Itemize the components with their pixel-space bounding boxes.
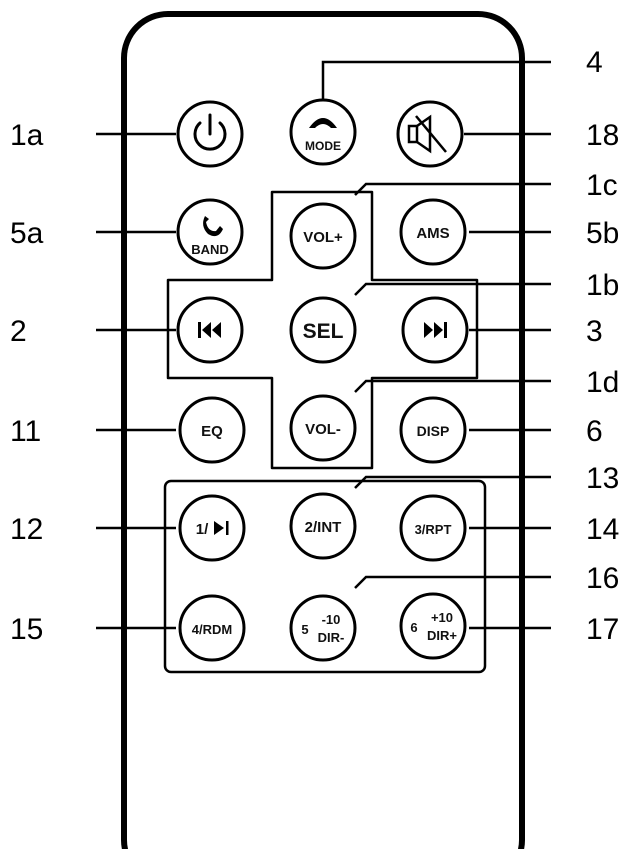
key-6-dir-up-button[interactable]: 6 +10 DIR+ xyxy=(399,592,467,660)
vol-down-button[interactable]: VOL- xyxy=(289,394,357,462)
callout-5b: 5b xyxy=(586,217,619,250)
key-5-dir-label: DIR- xyxy=(318,630,345,645)
power-icon xyxy=(193,113,227,151)
callout-1d: 1d xyxy=(586,366,619,399)
band-label: BAND xyxy=(191,242,229,257)
callout-13: 13 xyxy=(586,462,619,495)
key-5-minus-ten: -10 xyxy=(322,612,341,627)
speaker-mute-icon xyxy=(407,114,447,154)
callout-2: 2 xyxy=(10,315,27,348)
callout-18: 18 xyxy=(586,119,619,152)
key-1-label: 1/ xyxy=(196,521,209,538)
key-6-number: 6 xyxy=(410,620,417,635)
eq-button[interactable]: EQ xyxy=(178,396,246,464)
callout-12: 12 xyxy=(10,513,43,546)
ams-label: AMS xyxy=(416,225,449,242)
key-5-dir-down-button[interactable]: 5 -10 DIR- xyxy=(289,594,357,662)
ams-button[interactable]: AMS xyxy=(399,198,467,266)
callout-1b: 1b xyxy=(586,269,619,302)
callout-3: 3 xyxy=(586,315,603,348)
key-5-number: 5 xyxy=(301,622,308,637)
next-button[interactable] xyxy=(401,296,469,364)
callout-15: 15 xyxy=(10,613,43,646)
callout-14: 14 xyxy=(586,513,619,546)
key-3-rpt-button[interactable]: 3/RPT xyxy=(399,494,467,562)
sel-button[interactable]: SEL xyxy=(289,296,357,364)
callout-1a: 1a xyxy=(10,119,44,152)
vol-up-button[interactable]: VOL+ xyxy=(289,202,357,270)
callout-labels: 1a 4 18 5a 1c 5b 1b 2 3 1d 11 6 13 12 14… xyxy=(10,46,619,646)
callout-11: 11 xyxy=(10,415,41,448)
leader-lines xyxy=(96,60,551,630)
play-pause-icon xyxy=(214,521,229,535)
callout-5a: 5a xyxy=(10,217,44,250)
key-2-int-button[interactable]: 2/INT xyxy=(289,492,357,560)
disp-button[interactable]: DISP xyxy=(399,396,467,464)
mute-button[interactable] xyxy=(396,100,464,168)
callout-1c: 1c xyxy=(586,169,618,202)
disp-label: DISP xyxy=(417,423,450,439)
band-button[interactable]: BAND xyxy=(176,198,244,266)
callout-16: 16 xyxy=(586,562,619,595)
callout-4: 4 xyxy=(586,46,603,79)
vol-down-label: VOL- xyxy=(305,421,341,438)
previous-button[interactable] xyxy=(176,296,244,364)
callout-17: 17 xyxy=(586,613,619,646)
remote-body xyxy=(121,11,525,849)
key-4-label: 4/RDM xyxy=(192,622,232,637)
key-4-rdm-button[interactable]: 4/RDM xyxy=(178,594,246,662)
callout-6: 6 xyxy=(586,415,603,448)
key-2-label: 2/INT xyxy=(305,519,342,536)
eq-label: EQ xyxy=(201,423,223,440)
mode-label: MODE xyxy=(305,139,341,153)
phone-icon xyxy=(203,216,223,237)
key-6-dir-label: DIR+ xyxy=(427,628,457,643)
sel-label: SEL xyxy=(303,320,344,343)
navigation-cross-outline xyxy=(166,190,479,470)
key-3-label: 3/RPT xyxy=(415,522,452,537)
skip-previous-icon xyxy=(198,322,221,338)
vol-up-label: VOL+ xyxy=(303,229,343,246)
mode-button[interactable]: MODE xyxy=(289,98,357,166)
key-6-plus-ten: +10 xyxy=(431,610,453,625)
power-button[interactable] xyxy=(176,100,244,168)
phone-hangup-icon xyxy=(309,118,337,128)
key-1-play-pause-button[interactable]: 1/ xyxy=(178,494,246,562)
skip-next-icon xyxy=(424,322,447,338)
